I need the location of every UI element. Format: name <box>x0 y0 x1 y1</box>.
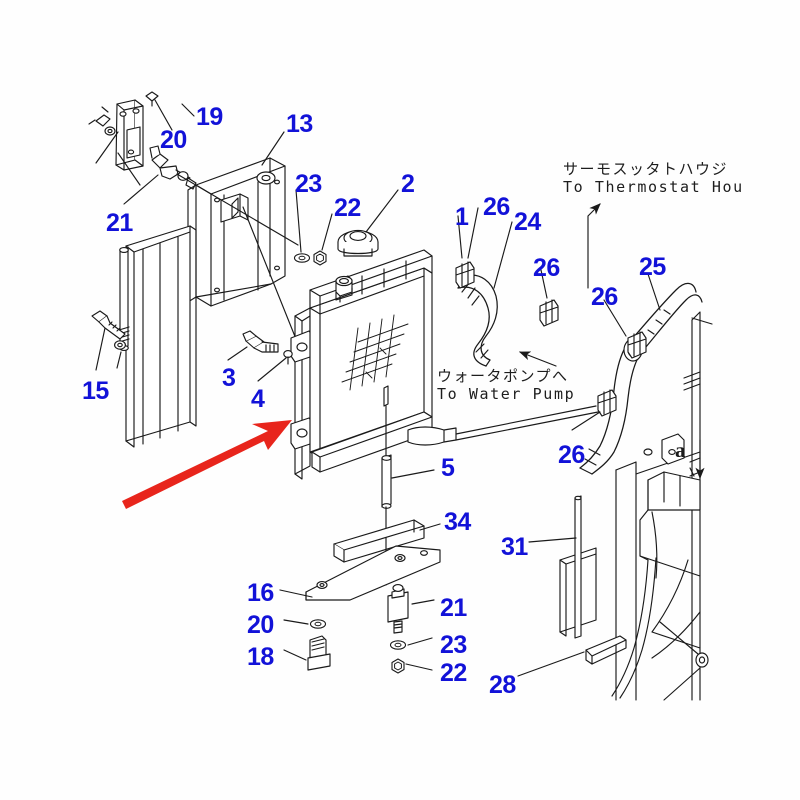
stud-assembly-21 <box>149 145 197 190</box>
callout-22-bottom: 22 <box>440 659 467 687</box>
lower-outlet-pipe <box>407 405 599 446</box>
callout-26-a: 26 <box>483 193 510 221</box>
callout-23-top: 23 <box>295 170 322 198</box>
callout-20-top: 20 <box>160 126 187 154</box>
callout-23-bottom: 23 <box>440 631 467 659</box>
callout-34: 34 <box>444 508 471 536</box>
callout-26-c: 26 <box>591 283 618 311</box>
lower-mount-bar-34 <box>333 519 425 563</box>
callout-31: 31 <box>501 533 528 561</box>
fan-shroud-structure <box>517 311 713 701</box>
hardware-3-4 <box>227 330 293 382</box>
callout-2: 2 <box>401 170 415 198</box>
callout-16: 16 <box>247 579 274 607</box>
callout-26-d: 26 <box>558 441 585 469</box>
annotation-thermostat-housing: サーモスッタトハウジ To Thermostat Hou <box>563 160 744 196</box>
callout-5: 5 <box>441 454 455 482</box>
hose-clamp-26c <box>627 331 647 359</box>
hose-clamp-26a <box>455 261 475 289</box>
hardware-22-23-upper <box>293 189 333 266</box>
callout-24: 24 <box>514 208 541 236</box>
callout-21-top: 21 <box>106 209 133 237</box>
radiator-guard-frame-13 <box>187 157 286 307</box>
hardware-bottom-right <box>387 584 435 674</box>
annotation-water-pump-jp: ウォータポンプへ <box>437 367 569 385</box>
callout-25: 25 <box>639 253 666 281</box>
callout-28: 28 <box>489 671 516 699</box>
hose-clamp-26b <box>539 299 559 327</box>
callout-26-b: 26 <box>533 254 560 282</box>
callout-4: 4 <box>251 385 265 413</box>
callout-15: 15 <box>82 377 109 405</box>
red-pointer-arrow <box>122 420 292 509</box>
callout-22-top: 22 <box>334 194 361 222</box>
annotation-water-pump: ウォータポンプへ To Water Pump <box>437 367 576 403</box>
radiator-core-1 <box>290 249 433 480</box>
callout-1: 1 <box>455 203 469 231</box>
callout-3: 3 <box>222 364 236 392</box>
upper-hose-24 <box>457 274 498 367</box>
reference-label-a: a <box>675 438 686 462</box>
annotation-thermostat-housing-jp: サーモスッタトハウジ <box>563 160 729 178</box>
annotation-water-pump-en: To Water Pump <box>437 384 576 403</box>
radiator-cap-2 <box>337 229 379 257</box>
hardware-bottom-left <box>283 619 331 671</box>
bolt-19 <box>88 91 159 136</box>
left-side-frame <box>125 225 197 448</box>
lower-mount-plate-16 <box>305 545 441 601</box>
callout-18: 18 <box>247 643 274 671</box>
hose-clamp-26d <box>597 389 617 417</box>
upper-left-bracket <box>115 99 144 171</box>
callout-13: 13 <box>286 110 313 138</box>
annotation-thermostat-housing-en: To Thermostat Hou <box>563 177 744 196</box>
callout-21-bottom: 21 <box>440 594 467 622</box>
callout-20-bottom: 20 <box>247 611 274 639</box>
bolt-15 <box>91 310 126 350</box>
callout-19: 19 <box>196 103 223 131</box>
